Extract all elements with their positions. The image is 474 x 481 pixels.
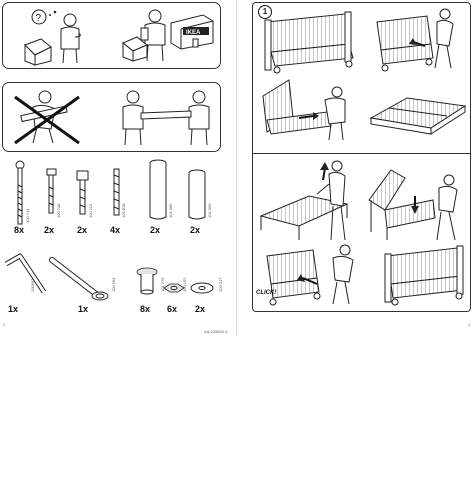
sofa-push-step — [376, 8, 454, 72]
quantity-label: 1x — [8, 304, 19, 314]
part-number: 109 818 — [121, 203, 126, 218]
sofa-lift-seat-step — [262, 79, 346, 141]
sofa-flat-bed — [369, 97, 467, 135]
ikea-sign: IKEA — [186, 30, 201, 36]
right-page: 1 — [237, 0, 474, 336]
tools-illustrations — [4, 253, 214, 301]
quantity-label: 8x — [140, 304, 151, 314]
intro-illustration: ? IKEA — [24, 9, 214, 66]
part-number: 101 389 — [168, 203, 173, 218]
two-person-illustration — [14, 90, 210, 146]
quantity-label: 1x — [78, 304, 89, 314]
part-number: 100 564 — [111, 277, 116, 292]
step-number: 1 — [258, 5, 272, 19]
step-divider — [252, 153, 471, 154]
step-frame — [252, 2, 471, 312]
quantity-label: 2x — [44, 225, 55, 235]
seat-return-step — [266, 244, 354, 306]
page-number-left: 2 — [3, 322, 6, 327]
part-number: 101 279 — [160, 277, 165, 292]
part-number: 100692 — [30, 278, 35, 292]
page-spine — [236, 0, 237, 336]
part-number: 101 390 — [207, 203, 212, 218]
quantity-label: 2x — [190, 225, 201, 235]
left-page: ? IKEA — [0, 0, 236, 336]
fold-step — [368, 169, 458, 241]
document-number: AA-228893-4 — [204, 329, 228, 334]
hardware-illustrations — [15, 159, 206, 225]
quantity-label: 2x — [150, 225, 161, 235]
sofa-upright — [264, 11, 354, 74]
quantity-label: 2x — [77, 225, 88, 235]
page-number-right: 3 — [468, 322, 471, 327]
sofa-finished — [384, 245, 464, 306]
quantity-label: 4x — [110, 225, 121, 235]
part-number: 100 112 — [88, 203, 93, 218]
sofa-bed-steps-illustration — [259, 8, 467, 306]
part-number: 100 748 — [56, 203, 61, 218]
part-number: 100 744 — [25, 208, 30, 223]
quantity-label: 8x — [14, 225, 25, 235]
two-person-panel — [2, 82, 221, 152]
part-number: 100 017 — [218, 277, 223, 292]
part-number: 100 102 — [182, 277, 187, 292]
click-label: CLICK! — [256, 290, 277, 296]
question-mark: ? — [36, 13, 42, 24]
quantity-label: 2x — [195, 304, 206, 314]
intro-panel: ? IKEA — [2, 2, 221, 69]
quantity-label: 6x — [167, 304, 178, 314]
frame-lift-step — [259, 160, 349, 241]
